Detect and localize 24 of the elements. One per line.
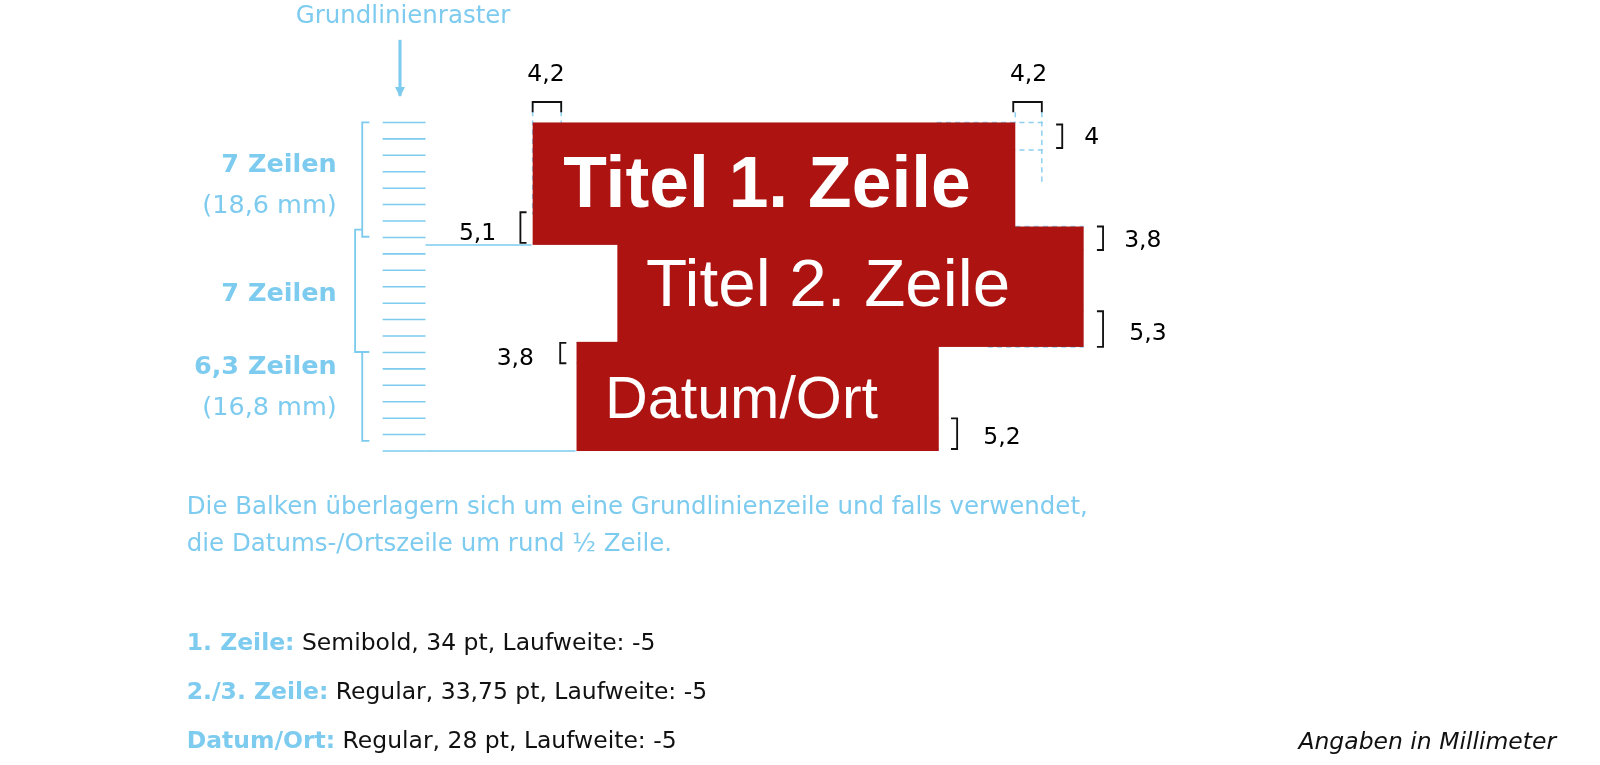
bar-title: Titel 2. Zeile xyxy=(645,249,1011,317)
grid-caption: Grundlinienraster xyxy=(295,3,511,28)
height-value: (16,8 mm) xyxy=(202,393,337,419)
font-spec-line: 1. Zeile: Semibold, 34 pt, Laufweite: -5 xyxy=(186,630,656,655)
title-bar xyxy=(576,341,939,451)
dimension-value: 4 xyxy=(1084,125,1100,149)
dimension-value: 5,2 xyxy=(983,425,1021,449)
font-spec-line: Datum/Ort: Regular, 28 pt, Laufweite: -5 xyxy=(186,728,677,753)
height-value: (18,6 mm) xyxy=(202,191,337,217)
dimension-value: 4,2 xyxy=(527,61,565,86)
dimension-value: 5,3 xyxy=(1129,320,1167,345)
line-count: 7 Zeilen xyxy=(221,279,337,305)
dimension-value: 4,2 xyxy=(1009,61,1048,86)
line-count: 7 Zeilen xyxy=(221,150,337,176)
dimension-value: 5,1 xyxy=(458,220,497,245)
font-spec-line: 2./3. Zeile: Regular, 33,75 pt, Laufweite: -5 xyxy=(186,679,708,704)
dimension-value: 3,8 xyxy=(496,345,534,369)
line-count: 6,3 Zeilen xyxy=(193,352,337,379)
note-paragraph: Die Balken überlagern sich um eine Grundlinienzeile und falls verwendet, die Datums-/Ortszeile um rund ½ Zeile. xyxy=(186,490,1089,560)
dimension-value: 3,8 xyxy=(1124,228,1162,252)
bar-title: Titel 1. Zeile xyxy=(563,146,971,219)
units-note: Angaben in Millimeter xyxy=(1298,730,1557,754)
arrow xyxy=(394,39,406,97)
bar-title: Datum/Ort xyxy=(605,368,879,428)
